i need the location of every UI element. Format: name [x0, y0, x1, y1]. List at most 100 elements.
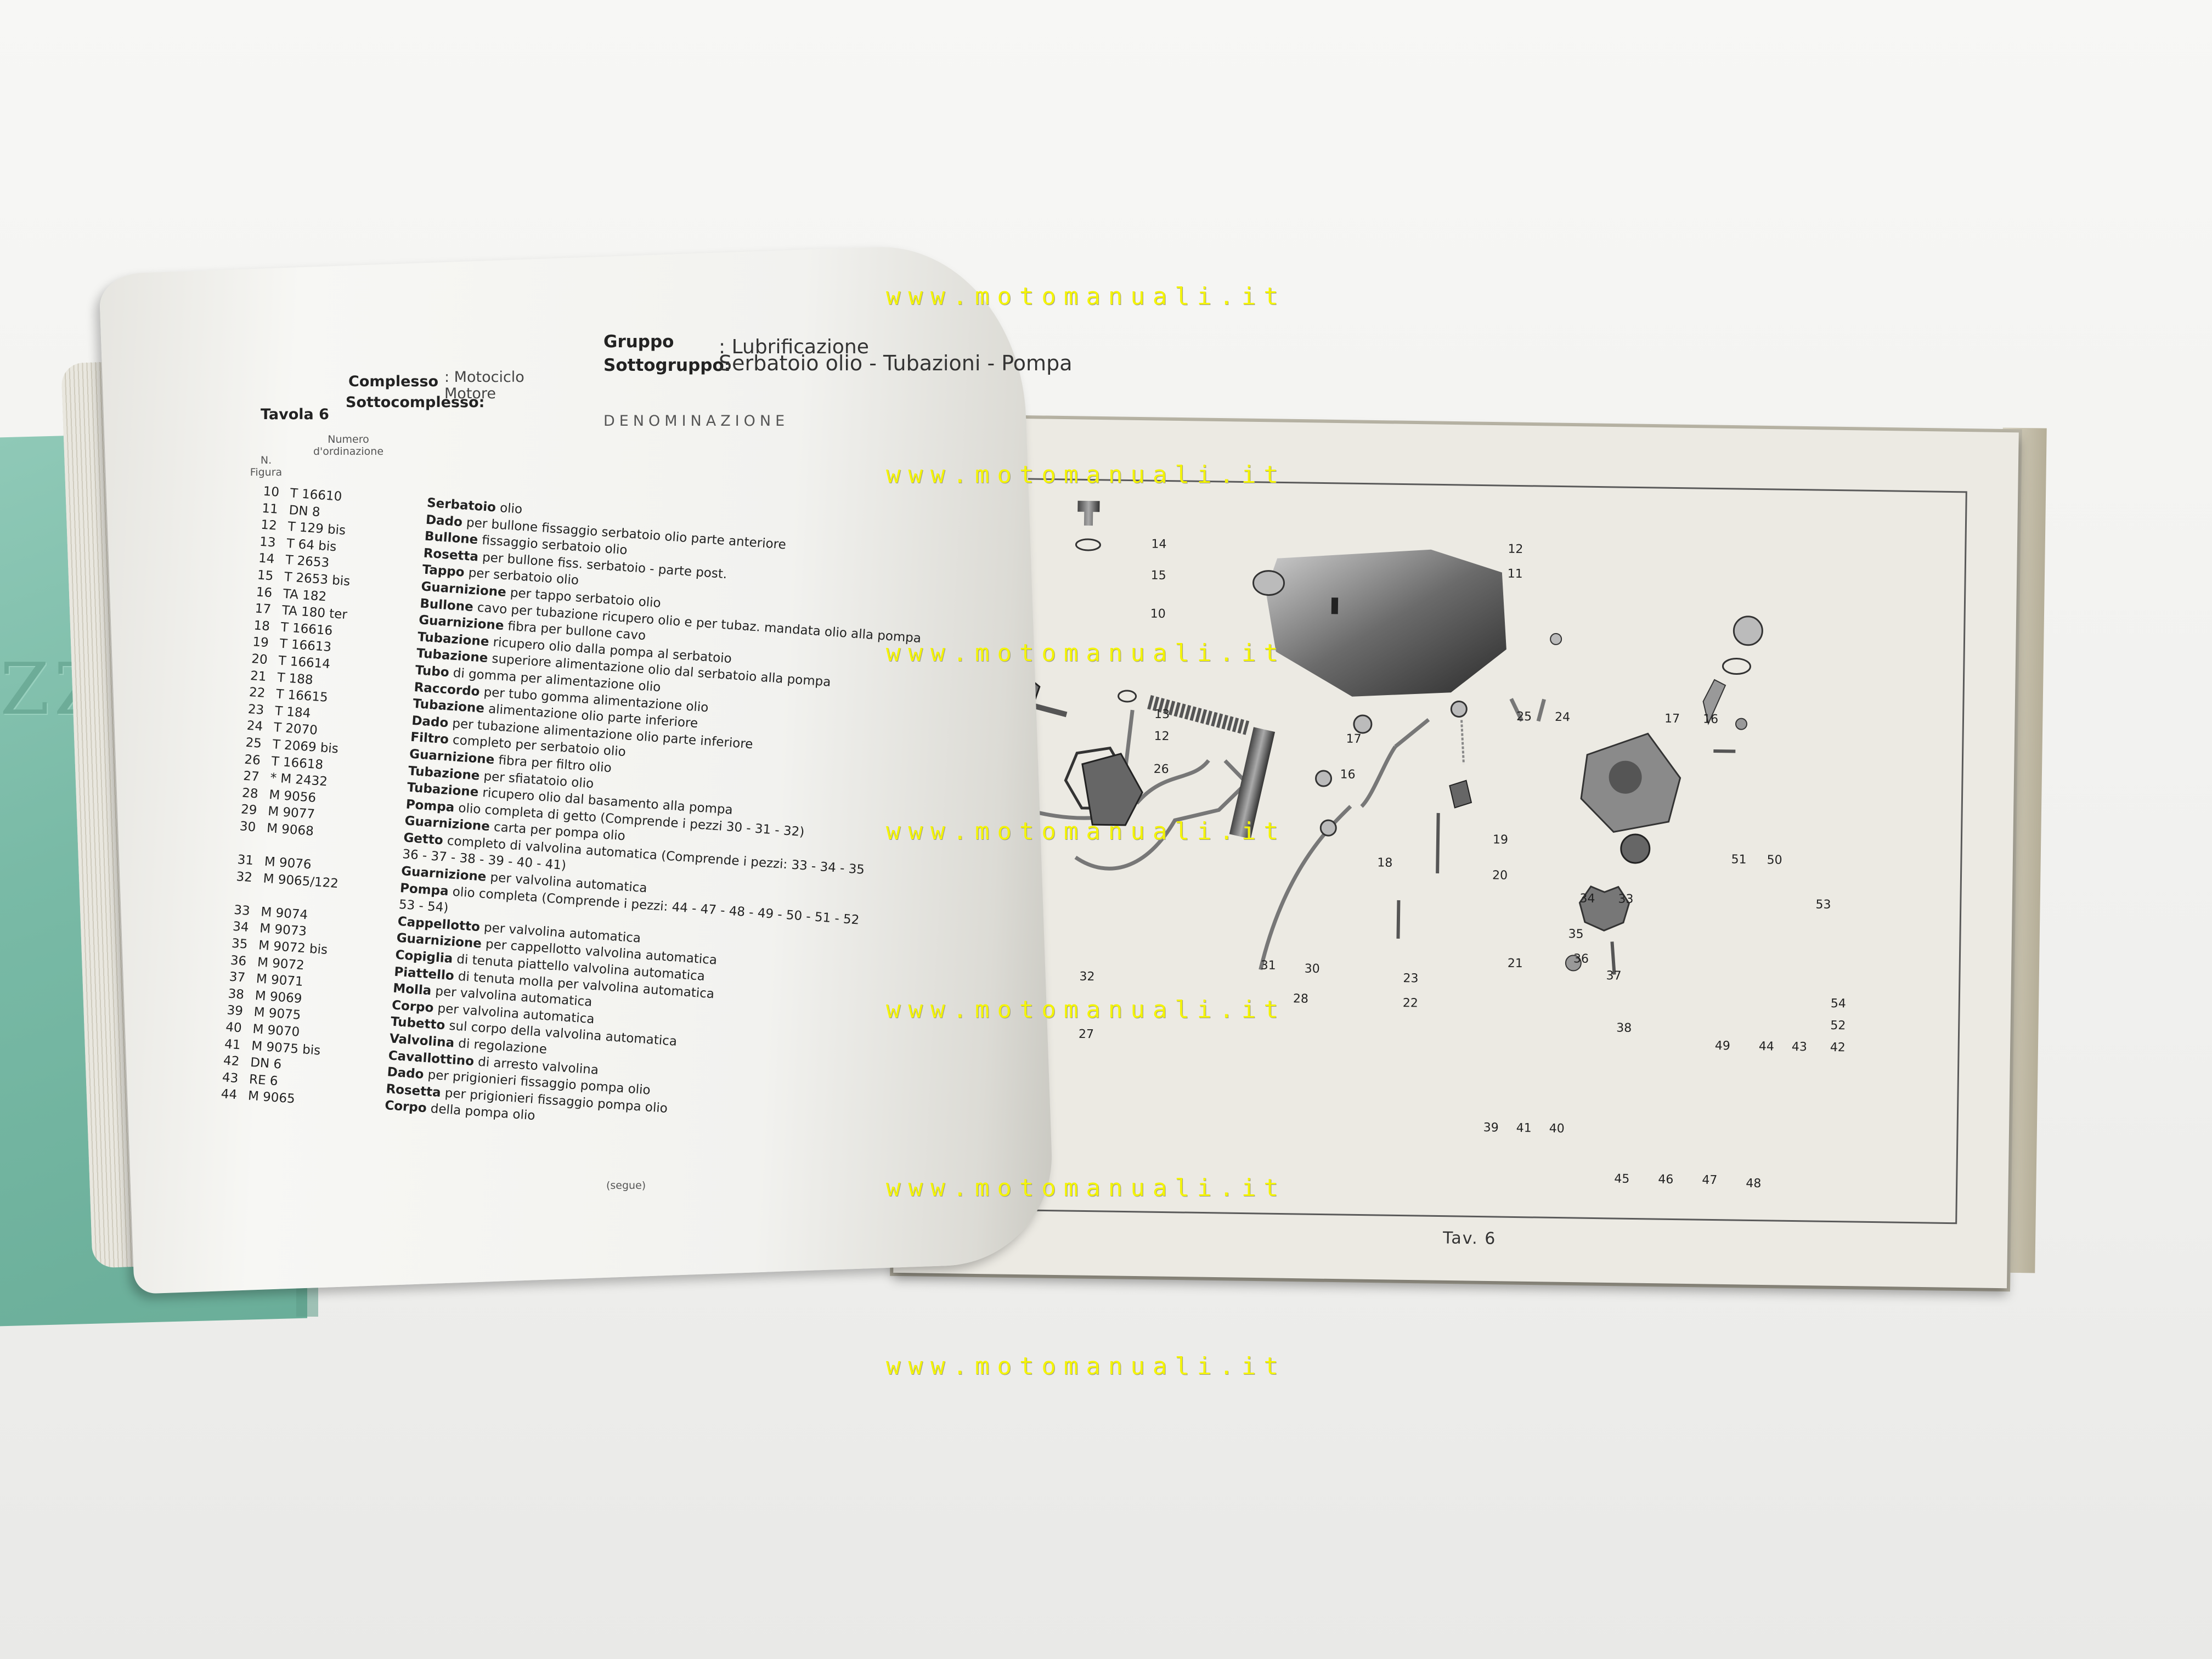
figure-number: 31	[236, 853, 254, 868]
denomination: 53 - 54)	[398, 898, 449, 915]
callout: 21	[1507, 956, 1523, 971]
callout: 17	[1346, 732, 1362, 746]
callout: 31	[1260, 958, 1276, 973]
part-description: 53 - 54)	[398, 898, 449, 916]
column-header-numero: Numero d'ordinazione	[313, 433, 384, 458]
figure-number: 13	[259, 534, 276, 550]
figure-number: 19	[252, 635, 269, 651]
callout: 32	[1079, 969, 1095, 984]
callout: 12	[1154, 729, 1170, 744]
callout: 35	[1568, 927, 1584, 941]
callout: 37	[1606, 969, 1622, 983]
plate-label: Tav. 6	[1442, 1228, 1497, 1249]
callout: 19	[1492, 833, 1509, 847]
watermark: www.motomanuali.it	[886, 283, 1286, 311]
callout: 54	[1830, 996, 1847, 1011]
part-name: Bullone	[419, 596, 474, 614]
figure-number: 42	[223, 1053, 240, 1069]
part-name: Pompa	[399, 881, 449, 899]
part-name: Filtro	[410, 730, 449, 747]
callout: 52	[1830, 1018, 1846, 1033]
watermark: www.motomanuali.it	[886, 1174, 1286, 1202]
part-name: Corpo	[384, 1098, 427, 1116]
figure-number: 17	[254, 601, 272, 617]
figure-number: 25	[245, 735, 262, 751]
callout: 16	[1702, 712, 1719, 727]
callout: 49	[1714, 1039, 1730, 1053]
figure-number: 36	[230, 953, 247, 969]
column-header-n-figura: N. Figura	[250, 454, 283, 478]
callout: 39	[1483, 1121, 1499, 1135]
figure-number: 37	[228, 969, 246, 985]
part-name: Rosetta	[385, 1081, 442, 1100]
figure-number: 21	[250, 668, 267, 684]
callout: 12	[1508, 542, 1523, 557]
oil-filter	[1118, 690, 1250, 735]
figure-number: 39	[226, 1003, 244, 1019]
callout: 27	[1078, 1027, 1094, 1042]
callout: 20	[1492, 868, 1508, 883]
callout: 44	[1758, 1040, 1774, 1054]
part-name: Dado	[425, 512, 463, 529]
figure-number: 14	[258, 551, 275, 567]
watermark: www.motomanuali.it	[886, 996, 1286, 1024]
callout: 51	[1731, 853, 1747, 867]
callout: 42	[1830, 1040, 1846, 1055]
callout: 23	[1403, 972, 1419, 986]
part-name: Dado	[386, 1065, 425, 1082]
callout: 38	[1616, 1021, 1632, 1035]
figure-number: 33	[233, 902, 251, 918]
part-name: Pompa	[405, 797, 455, 815]
diagram-drawing	[978, 500, 1763, 975]
part-name: Dado	[411, 713, 449, 731]
figure-number: 27	[242, 769, 260, 785]
figure-number: 18	[253, 618, 270, 634]
part-name: Molla	[392, 981, 432, 998]
callout: 15	[1150, 568, 1166, 583]
callout: 36	[1573, 952, 1589, 966]
oil-pump	[1578, 616, 1763, 932]
callout: 10	[1150, 607, 1166, 621]
callout: 18	[1377, 856, 1393, 870]
part-name: Tubetto	[390, 1014, 446, 1033]
watermark: www.motomanuali.it	[886, 1352, 1286, 1380]
figure-number: 26	[244, 752, 261, 768]
callout: 25	[1516, 709, 1532, 724]
watermark: www.motomanuali.it	[886, 461, 1286, 489]
sottogruppo-value: Serbatoio olio - Tubazioni - Pompa	[719, 351, 1073, 375]
part-name: Tappo	[421, 562, 465, 580]
figure-number: 41	[224, 1036, 241, 1052]
callout: 34	[1579, 891, 1595, 906]
oil-tank	[1252, 549, 1506, 697]
callout: 14	[1151, 537, 1167, 551]
gruppo-value: : Lubrificazione	[719, 336, 869, 358]
callout: 24	[1554, 710, 1571, 725]
tavola-label: Tavola 6	[261, 406, 329, 423]
segue-note: (segue)	[606, 1180, 646, 1192]
callout: 22	[1402, 996, 1419, 1011]
figure-number: 22	[249, 685, 266, 701]
figure-number: 11	[261, 501, 279, 517]
callout: 30	[1304, 962, 1320, 976]
sottocomplesso-label: Sottocomplesso:	[346, 394, 485, 411]
callout: 11	[1507, 567, 1523, 582]
exploded-diagram: 14 15 10 12 11 13 12 26 17 16 25 24 17 1…	[961, 483, 1970, 1221]
callout: 26	[1153, 762, 1169, 777]
figure-number: 28	[241, 786, 259, 802]
part-name: Bullone	[424, 529, 479, 548]
part-name: Tubo	[415, 663, 450, 680]
callout: 47	[1702, 1173, 1718, 1188]
figure-number: 44	[220, 1087, 238, 1103]
figure-number: 15	[257, 568, 274, 584]
callout: 13	[1154, 707, 1170, 722]
figure-number: 20	[251, 652, 268, 668]
figure-number: 32	[235, 869, 253, 885]
figure-number: 16	[256, 584, 273, 600]
part-name: Rosetta	[422, 546, 479, 565]
figure-number: 38	[227, 986, 245, 1002]
callout: 50	[1767, 853, 1782, 867]
part-description: olio	[495, 500, 523, 517]
figure-number: 10	[262, 484, 280, 500]
figure-number: 34	[232, 919, 250, 935]
callout: 48	[1746, 1176, 1762, 1191]
